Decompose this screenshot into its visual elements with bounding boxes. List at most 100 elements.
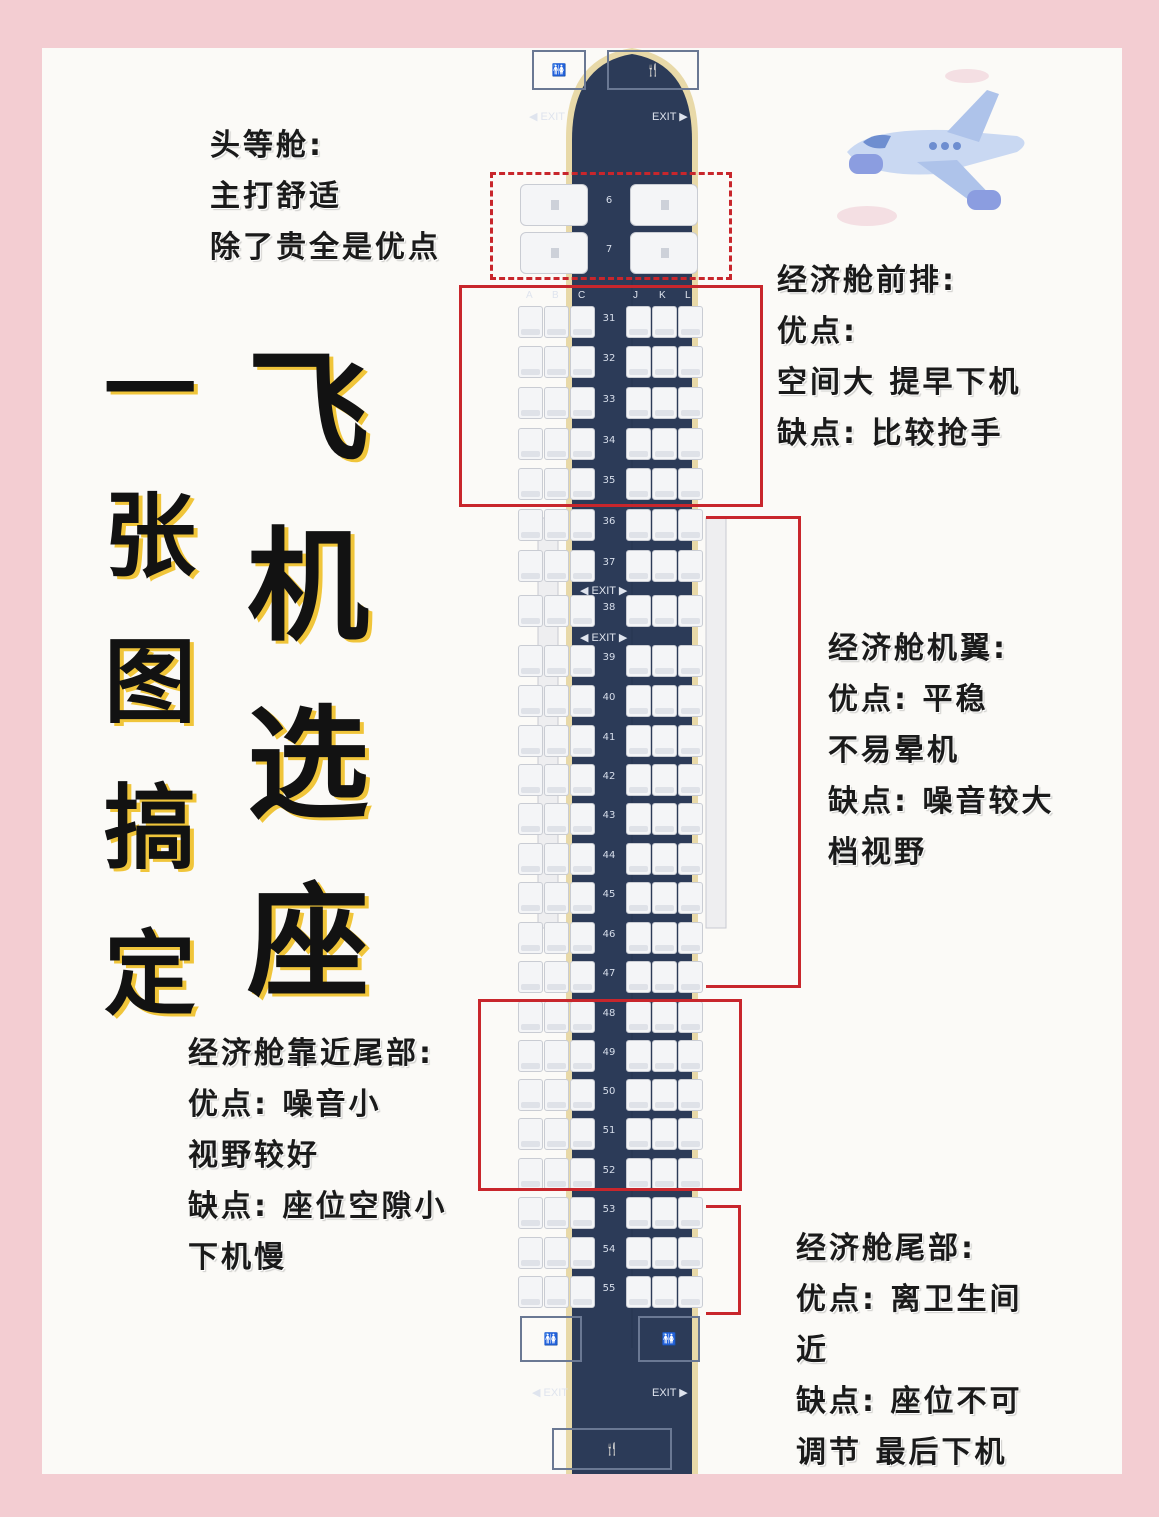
seat[interactable] (626, 1237, 651, 1269)
seat[interactable] (570, 306, 595, 338)
seat[interactable] (678, 1079, 703, 1111)
seat[interactable] (678, 764, 703, 796)
seat[interactable] (544, 1237, 569, 1269)
seat[interactable] (626, 1079, 651, 1111)
seat[interactable] (544, 468, 569, 500)
seat[interactable] (544, 1001, 569, 1033)
seat[interactable] (652, 1001, 677, 1033)
seat[interactable] (678, 1158, 703, 1190)
seat[interactable] (626, 1197, 651, 1229)
seat[interactable] (678, 468, 703, 500)
seat[interactable] (626, 550, 651, 582)
seat[interactable] (518, 550, 543, 582)
seat[interactable] (570, 1276, 595, 1308)
seat[interactable] (570, 1040, 595, 1072)
seat[interactable] (570, 1118, 595, 1150)
seat[interactable] (518, 1276, 543, 1308)
seat[interactable] (518, 595, 543, 627)
seat[interactable] (570, 468, 595, 500)
seat[interactable] (626, 803, 651, 835)
seat[interactable] (678, 1276, 703, 1308)
seat[interactable] (518, 882, 543, 914)
first-seat-6-right[interactable] (630, 184, 698, 226)
seat[interactable] (652, 922, 677, 954)
seat[interactable] (678, 1118, 703, 1150)
seat[interactable] (570, 922, 595, 954)
first-seat-7-left[interactable] (520, 232, 588, 274)
seat[interactable] (570, 685, 595, 717)
seat[interactable] (652, 387, 677, 419)
seat[interactable] (678, 1001, 703, 1033)
seat[interactable] (652, 1118, 677, 1150)
seat[interactable] (678, 387, 703, 419)
seat[interactable] (544, 387, 569, 419)
seat[interactable] (678, 961, 703, 993)
seat[interactable] (678, 922, 703, 954)
seat[interactable] (544, 306, 569, 338)
seat[interactable] (570, 1197, 595, 1229)
seat[interactable] (626, 843, 651, 875)
seat[interactable] (518, 1237, 543, 1269)
seat[interactable] (652, 685, 677, 717)
seat[interactable] (678, 550, 703, 582)
seat[interactable] (544, 346, 569, 378)
seat[interactable] (544, 1276, 569, 1308)
seat[interactable] (544, 1118, 569, 1150)
seat[interactable] (626, 306, 651, 338)
seat[interactable] (544, 1197, 569, 1229)
seat[interactable] (570, 550, 595, 582)
seat[interactable] (652, 1276, 677, 1308)
seat[interactable] (652, 1158, 677, 1190)
seat[interactable] (626, 685, 651, 717)
seat[interactable] (570, 882, 595, 914)
seat[interactable] (570, 1079, 595, 1111)
seat[interactable] (626, 882, 651, 914)
seat[interactable] (652, 764, 677, 796)
seat[interactable] (570, 645, 595, 677)
seat[interactable] (570, 346, 595, 378)
seat[interactable] (518, 843, 543, 875)
seat[interactable] (652, 306, 677, 338)
seat[interactable] (518, 468, 543, 500)
seat[interactable] (544, 725, 569, 757)
seat[interactable] (652, 550, 677, 582)
seat[interactable] (652, 1079, 677, 1111)
seat[interactable] (544, 645, 569, 677)
seat[interactable] (626, 428, 651, 460)
seat[interactable] (570, 764, 595, 796)
seat[interactable] (652, 1197, 677, 1229)
seat[interactable] (678, 1237, 703, 1269)
seat[interactable] (652, 725, 677, 757)
seat[interactable] (626, 961, 651, 993)
seat[interactable] (544, 882, 569, 914)
seat[interactable] (652, 803, 677, 835)
seat[interactable] (518, 1118, 543, 1150)
seat[interactable] (678, 803, 703, 835)
seat[interactable] (678, 1197, 703, 1229)
seat[interactable] (626, 1158, 651, 1190)
seat[interactable] (678, 509, 703, 541)
seat[interactable] (544, 428, 569, 460)
seat[interactable] (652, 509, 677, 541)
seat[interactable] (626, 922, 651, 954)
seat[interactable] (678, 882, 703, 914)
seat[interactable] (678, 306, 703, 338)
seat[interactable] (518, 685, 543, 717)
seat[interactable] (626, 468, 651, 500)
seat[interactable] (518, 922, 543, 954)
seat[interactable] (626, 645, 651, 677)
seat[interactable] (544, 595, 569, 627)
seat[interactable] (652, 961, 677, 993)
seat[interactable] (570, 1001, 595, 1033)
seat[interactable] (652, 595, 677, 627)
seat[interactable] (518, 509, 543, 541)
seat[interactable] (518, 1197, 543, 1229)
seat[interactable] (518, 1079, 543, 1111)
seat[interactable] (544, 922, 569, 954)
seat[interactable] (626, 595, 651, 627)
seat[interactable] (652, 645, 677, 677)
seat[interactable] (678, 645, 703, 677)
seat[interactable] (544, 1040, 569, 1072)
seat[interactable] (570, 509, 595, 541)
seat[interactable] (626, 764, 651, 796)
